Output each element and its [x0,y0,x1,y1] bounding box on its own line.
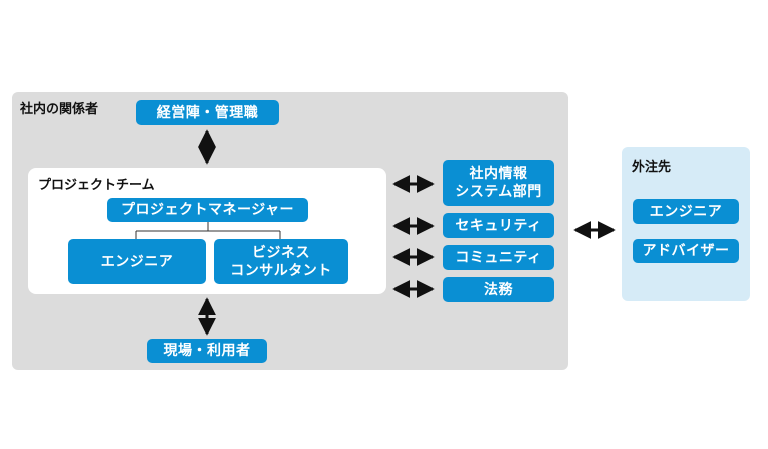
internal-stakeholders-title: 社内の関係者 [20,102,99,117]
community-label: コミュニティ [455,249,542,266]
legal-box: 法務 [443,277,554,302]
security-box: セキュリティ [443,213,554,238]
community-box: コミュニティ [443,245,554,270]
external-engineer-label: エンジニア [649,203,723,220]
consultant-label-line1: ビジネス [252,244,310,261]
business-consultant-box: ビジネス コンサルタント [214,239,348,284]
project-manager-box: プロジェクトマネージャー [107,198,308,222]
users-label: 現場・利用者 [163,343,251,359]
project-team-title: プロジェクトチーム [38,178,155,193]
it-department-line2: システム部門 [455,184,542,200]
consultant-label-line2: コンサルタント [230,262,332,279]
external-engineer-box: エンジニア [633,199,739,224]
security-label: セキュリティ [455,217,542,234]
it-department-box: 社内情報 システム部門 [443,160,554,206]
team-tree-connector [135,222,281,239]
team-engineer-label: エンジニア [100,253,174,270]
management-box: 経営陣・管理職 [136,100,279,125]
users-box: 現場・利用者 [147,339,267,363]
legal-label: 法務 [484,281,513,298]
management-label: 経営陣・管理職 [156,104,259,121]
project-manager-label: プロジェクトマネージャー [120,202,295,218]
external-advisor-box: アドバイザー [633,239,739,263]
external-vendors-title: 外注先 [632,160,672,175]
external-vendors-region [622,147,750,301]
team-engineer-box: エンジニア [68,239,206,284]
it-department-line1: 社内情報 [469,166,528,182]
external-advisor-label: アドバイザー [642,243,730,259]
